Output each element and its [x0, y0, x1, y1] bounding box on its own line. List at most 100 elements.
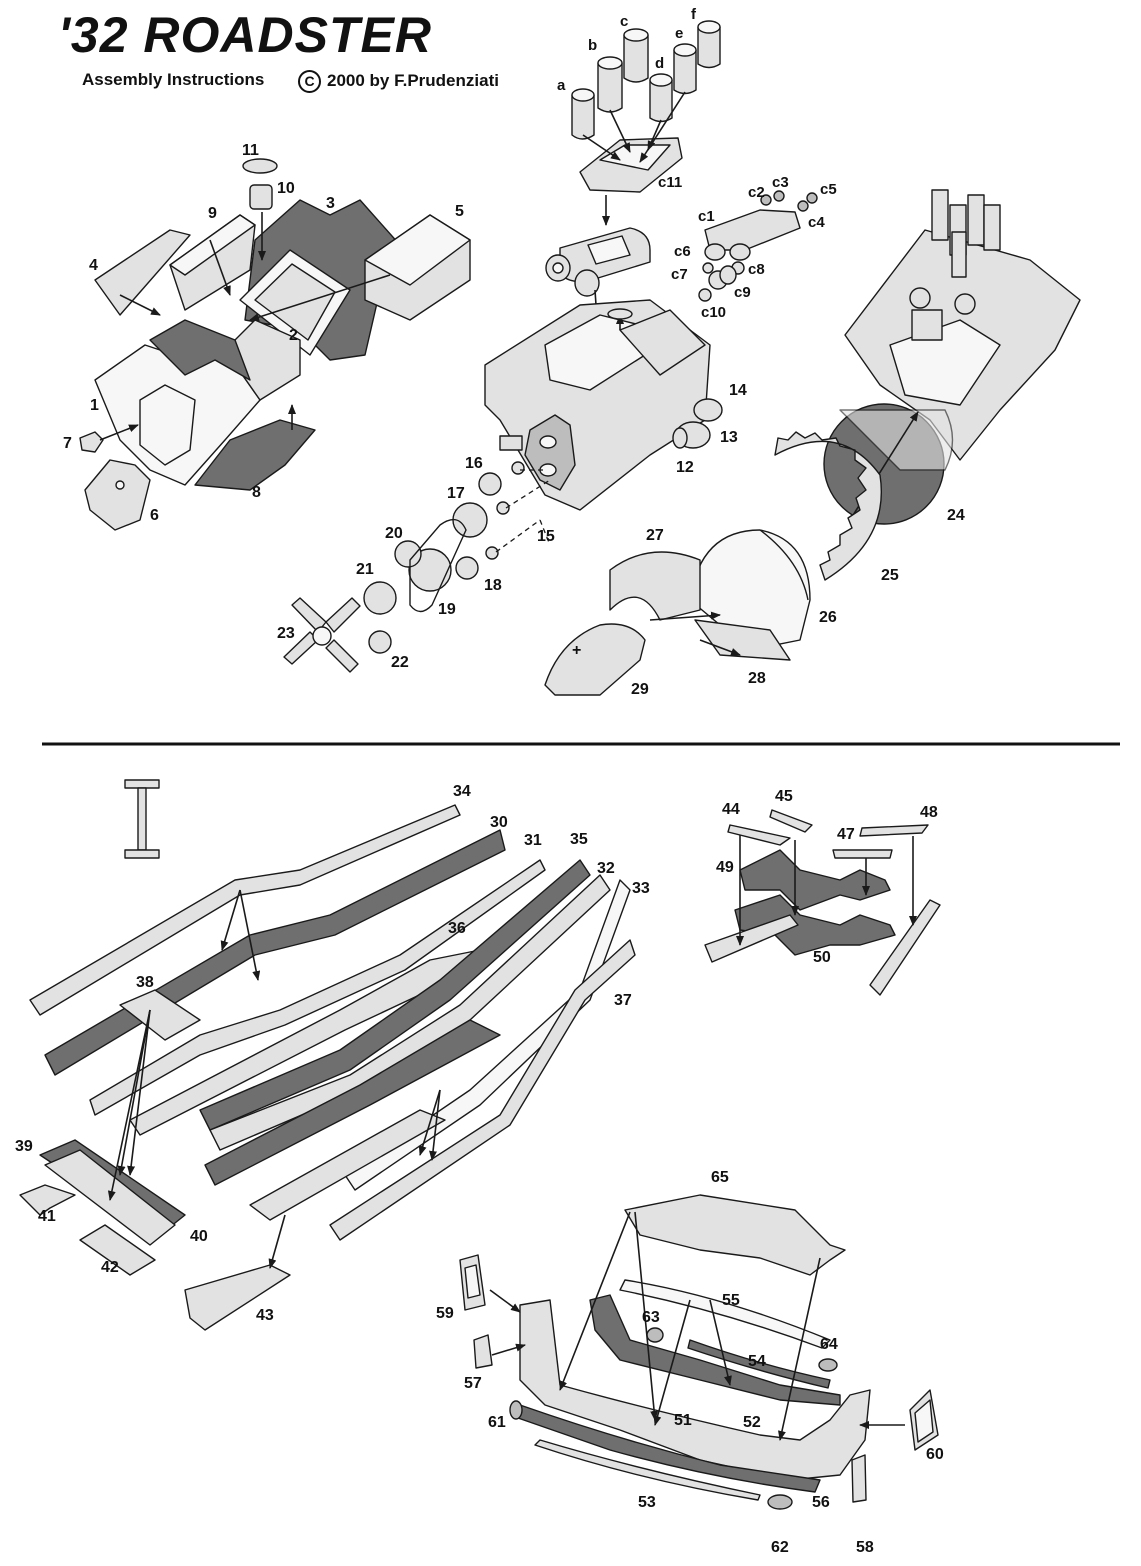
part-61: [509, 1400, 523, 1420]
label-part-11: 11: [242, 142, 259, 159]
part-57: [473, 1334, 493, 1369]
label-part-15: 15: [537, 528, 555, 545]
engine-front-cover: [524, 414, 576, 491]
label-part-44: 44: [722, 801, 740, 818]
label-part-5: 5: [455, 203, 464, 220]
part-29-seat: [544, 623, 646, 696]
label-part-42: 42: [101, 1259, 119, 1276]
label-part-c1: c1: [698, 208, 715, 225]
label-part-20: 20: [385, 525, 403, 542]
part-65-cowl: [624, 1194, 846, 1276]
label-part-c5: c5: [820, 181, 837, 198]
label-part-31: 31: [524, 832, 542, 849]
pipe-f: [697, 26, 721, 69]
label-part-13: 13: [720, 429, 738, 446]
label-part-25: 25: [881, 567, 899, 584]
label-part-24: 24: [947, 507, 965, 524]
label-part-58: 58: [856, 1539, 874, 1556]
pipe-c: [623, 34, 649, 83]
label-part-57: 57: [464, 1375, 482, 1392]
part-labels: 1 2 3 4 5 6 7 8 9 10 11 12 13 14 15 16 1…: [15, 6, 965, 1556]
label-part-49: 49: [716, 859, 734, 876]
label-part-c9: c9: [734, 284, 751, 301]
arrow-7: [99, 424, 139, 441]
part-26-dome: [689, 529, 811, 651]
body-shell-group: [79, 158, 471, 531]
label-part-a: a: [557, 77, 566, 94]
label-part-c: c: [620, 13, 628, 30]
label-part-22: 22: [391, 654, 409, 671]
arrow-9: [209, 239, 231, 296]
label-part-56: 56: [812, 1494, 830, 1511]
part-1-cowl-window: [139, 384, 196, 466]
part-62: [767, 1494, 793, 1510]
label-part-d: d: [655, 55, 664, 72]
part-18-pulley: [455, 556, 479, 580]
copyright-text: 2000 by F.Prudenziati: [327, 70, 499, 90]
label-part-59: 59: [436, 1305, 454, 1322]
part-58: [851, 1454, 867, 1503]
lower-body-group: [459, 1194, 939, 1510]
part-55-strip: [619, 1279, 831, 1349]
part-6-hole: [115, 480, 125, 490]
c-parts: [698, 190, 818, 302]
label-part-1: 1: [90, 397, 99, 414]
label-part-c8: c8: [748, 261, 765, 278]
part-38-pad: [119, 989, 201, 1041]
part-22-pulley: [368, 630, 392, 654]
part-5-box-top: [364, 214, 471, 286]
pipe-b: [597, 62, 623, 113]
part-28-plate: [694, 619, 791, 661]
label-part-62: 62: [771, 1539, 789, 1556]
label-part-50: 50: [813, 949, 831, 966]
label-part-32: 32: [597, 860, 615, 877]
label-part-8: 8: [252, 484, 261, 501]
part-64: [818, 1358, 838, 1372]
label-part-c7: c7: [671, 266, 688, 283]
part-48: [859, 824, 929, 837]
label-part-34: 34: [453, 783, 471, 800]
label-part-e: e: [675, 25, 683, 42]
i-beam-icon: [124, 779, 160, 859]
part-21-pulley: [363, 581, 397, 615]
label-part-3: 3: [326, 195, 335, 212]
label-part-c3: c3: [772, 174, 789, 191]
label-part-43: 43: [256, 1307, 274, 1324]
label-part-60: 60: [926, 1446, 944, 1463]
part-41-bracket: [19, 1184, 76, 1216]
part-45: [769, 809, 813, 833]
part-42-bracket: [79, 1224, 156, 1276]
part-25-fender: [774, 431, 882, 581]
label-part-17: 17: [447, 485, 465, 502]
part-14: [693, 398, 723, 422]
chassis-group: [19, 779, 636, 1331]
part-31-rail: [89, 859, 546, 1116]
label-part-c2: c2: [748, 184, 765, 201]
label-part-61: 61: [488, 1414, 506, 1431]
part-53-rail: [517, 1404, 821, 1493]
part-20-pulley: [394, 540, 422, 568]
part-8-floor: [194, 419, 316, 491]
label-part-53: 53: [638, 1494, 656, 1511]
label-part-b: b: [588, 37, 597, 54]
part-6-bracket: [84, 459, 151, 531]
engine-valve-cover: [619, 309, 706, 376]
label-part-38: 38: [136, 974, 154, 991]
label-part-37: 37: [614, 992, 632, 1009]
label-part-14: 14: [729, 382, 747, 399]
part-34-rail: [29, 804, 461, 1016]
label-part-30: 30: [490, 814, 508, 831]
label-part-7: 7: [63, 435, 72, 452]
label-part-2: 2: [289, 327, 298, 344]
part-27-fender: [609, 551, 701, 621]
part-23-fan: [283, 597, 361, 673]
copyright-icon: C: [298, 70, 321, 93]
label-part-45: 45: [775, 788, 793, 805]
pipe-e: [673, 49, 697, 95]
exhaust-pipes: [571, 20, 721, 140]
label-part-40: 40: [190, 1228, 208, 1245]
label-part-28: 28: [748, 670, 766, 687]
label-part-35: 35: [570, 831, 588, 848]
